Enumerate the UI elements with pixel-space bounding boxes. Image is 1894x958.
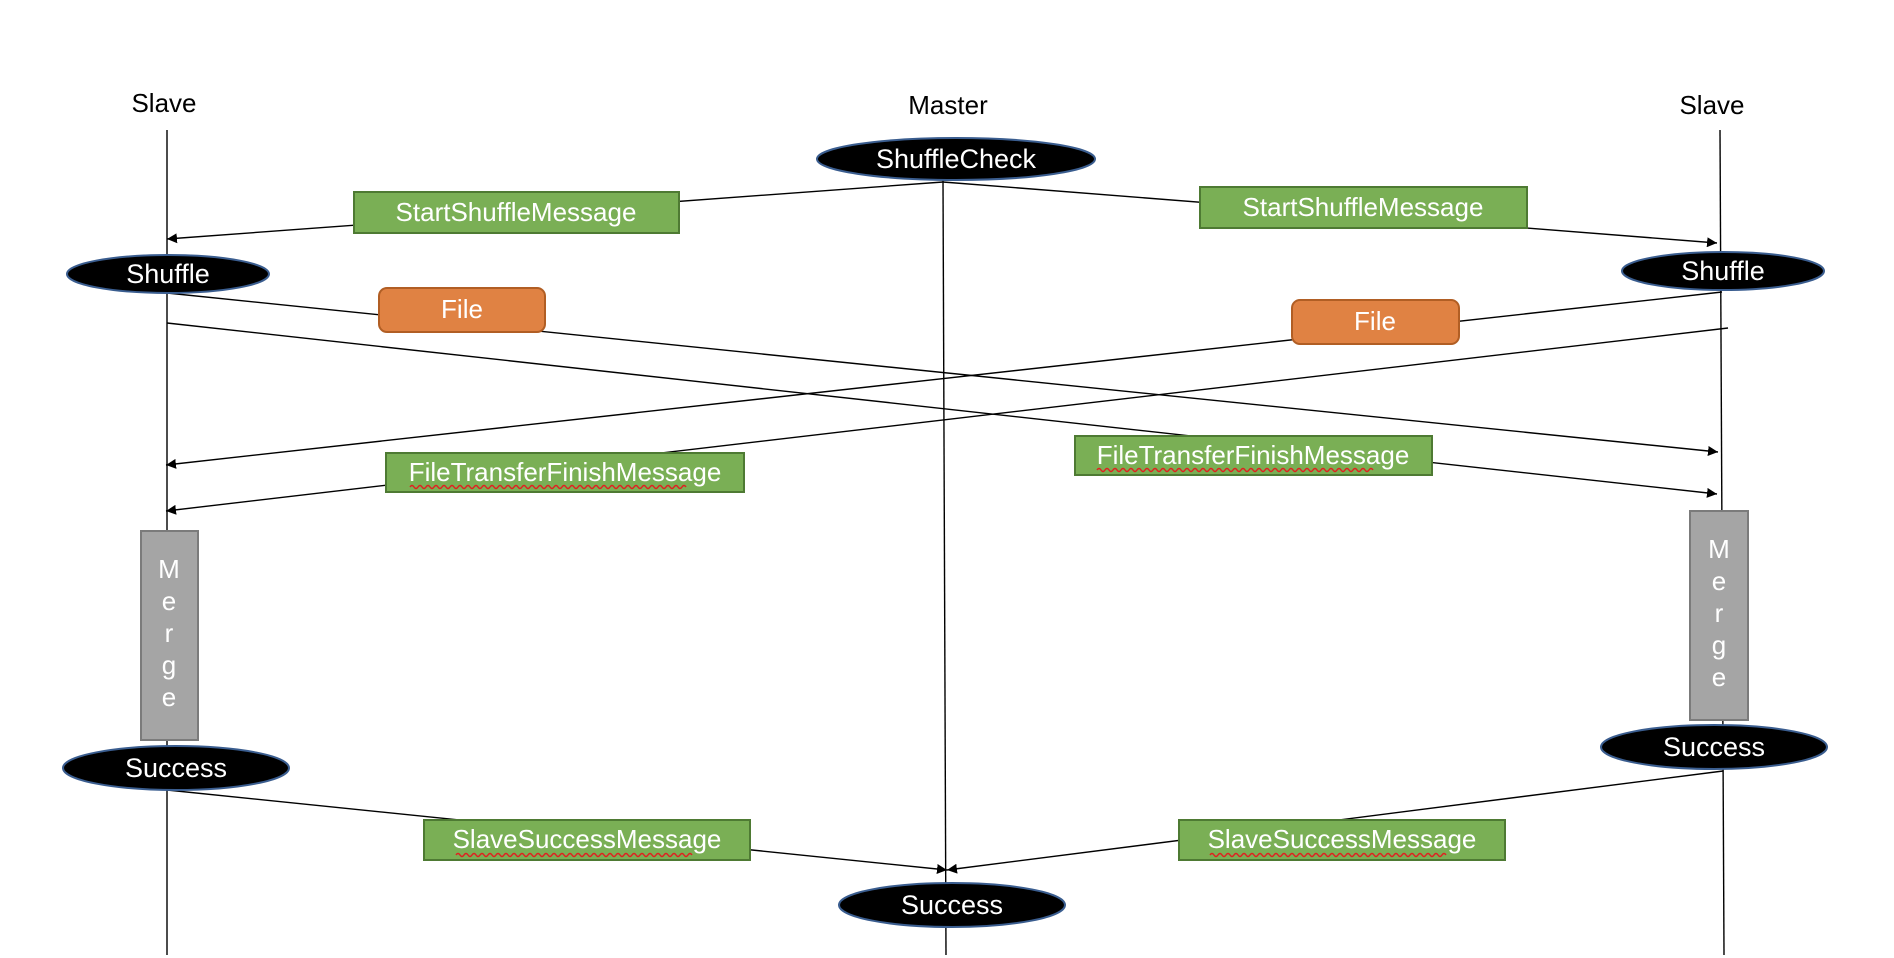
file-right-box: File	[1291, 299, 1460, 345]
right-success-state: Success	[1600, 724, 1828, 770]
file-transfer-finish-message-right: FileTransferFinishMessage	[1074, 435, 1433, 476]
right-success-label: Success	[1663, 732, 1765, 762]
start-shuffle-message-right-label: StartShuffleMessage	[1243, 192, 1484, 222]
shuffle-check-label: ShuffleCheck	[876, 144, 1037, 174]
merge-letter: g	[162, 650, 176, 680]
file-transfer-finish-message-left-label: FileTransferFinishMessage	[409, 457, 722, 487]
file-transfer-finish-message-right-label: FileTransferFinishMessage	[1097, 440, 1410, 470]
merge-letter: M	[158, 554, 180, 584]
master-success-state: Success	[838, 882, 1066, 928]
merge-letter: r	[1715, 598, 1724, 628]
file-left-label: File	[441, 294, 483, 324]
file-right-label: File	[1354, 306, 1396, 336]
merge-letter: g	[1712, 630, 1726, 660]
shuffle-check-state: ShuffleCheck	[816, 137, 1096, 181]
start-shuffle-message-right: StartShuffleMessage	[1199, 186, 1528, 229]
merge-letter: M	[1708, 534, 1730, 564]
merge-letter: e	[162, 586, 176, 616]
left-success-state: Success	[62, 745, 290, 791]
spellcheck-underline	[1209, 852, 1447, 858]
slave-success-message-left-label: SlaveSuccessMessage	[453, 824, 722, 854]
master-lane-title: Master	[908, 90, 988, 120]
merge-letter: r	[165, 618, 174, 648]
right-shuffle-label: Shuffle	[1681, 256, 1765, 286]
slave-success-message-right: SlaveSuccessMessage	[1178, 819, 1506, 861]
master-lifeline	[942, 179, 947, 956]
left-shuffle-label: Shuffle	[126, 259, 210, 289]
right-lane-title: Slave	[1679, 90, 1744, 120]
start-shuffle-message-left: StartShuffleMessage	[353, 191, 680, 234]
file-transfer-finish-message-left: FileTransferFinishMessage	[385, 452, 745, 493]
right-shuffle-state: Shuffle	[1621, 251, 1825, 291]
finish-left-to-right-arrow	[166, 322, 1718, 498]
master-success-label: Success	[901, 890, 1003, 920]
left-success-label: Success	[125, 753, 227, 783]
merge-letter: e	[162, 682, 176, 712]
merge-letter: e	[1712, 662, 1726, 692]
spellcheck-underline	[455, 852, 693, 858]
slave-success-message-left: SlaveSuccessMessage	[423, 819, 751, 861]
left-lane-title: Slave	[131, 88, 196, 118]
merge-letter: e	[1712, 566, 1726, 596]
file-left-box: File	[378, 287, 546, 333]
file-right-to-left-arrow	[165, 291, 1723, 469]
start-shuffle-message-left-label: StartShuffleMessage	[396, 197, 637, 227]
left-shuffle-state: Shuffle	[66, 254, 270, 294]
slave-success-message-right-label: SlaveSuccessMessage	[1208, 824, 1477, 854]
spellcheck-underline	[1096, 467, 1374, 473]
spellcheck-underline	[409, 484, 687, 490]
